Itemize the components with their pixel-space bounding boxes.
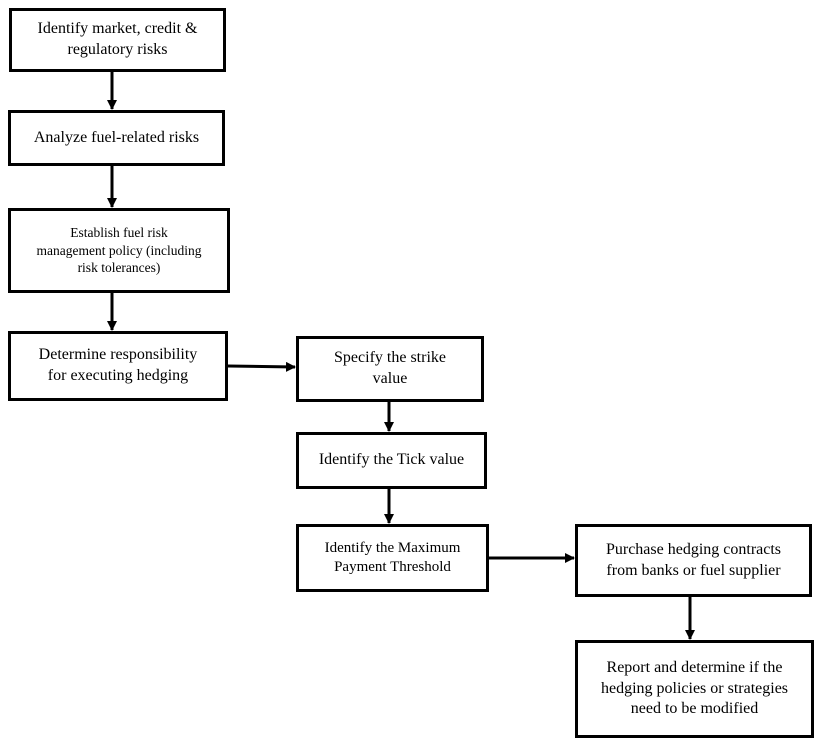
arrow-determine-to-strike [227, 361, 296, 372]
step-purchase-contracts-label: Purchase hedging contracts from banks or… [605, 540, 782, 579]
step-analyze-fuel-risks: Analyze fuel-related risks [8, 110, 225, 166]
step-specify-strike: Specify the strike value [296, 336, 484, 402]
step-identify-risks: Identify market, credit & regulatory ris… [9, 8, 226, 72]
step-analyze-fuel-risks-label: Analyze fuel-related risks [33, 128, 200, 146]
step-identify-risks-label: Identify market, credit & regulatory ris… [37, 20, 198, 58]
step-specify-strike-label: Specify the strike value [334, 349, 446, 387]
step-identify-threshold-label: Identify the Maximum Payment Threshold [324, 539, 461, 576]
step-report-determine-label: Report and determine if the hedging poli… [600, 658, 789, 718]
step-identify-tick: Identify the Tick value [296, 432, 487, 489]
step-report-determine: Report and determine if the hedging poli… [575, 640, 814, 738]
step-identify-threshold: Identify the Maximum Payment Threshold [296, 524, 489, 592]
step-purchase-contracts: Purchase hedging contracts from banks or… [575, 524, 812, 597]
step-identify-tick-label: Identify the Tick value [318, 451, 465, 469]
step-establish-policy-label: Establish fuel risk management policy (i… [36, 225, 202, 276]
step-establish-policy: Establish fuel risk management policy (i… [8, 208, 230, 293]
step-determine-responsibility: Determine responsibility for executing h… [8, 331, 228, 401]
step-determine-responsibility-label: Determine responsibility for executing h… [38, 346, 198, 384]
